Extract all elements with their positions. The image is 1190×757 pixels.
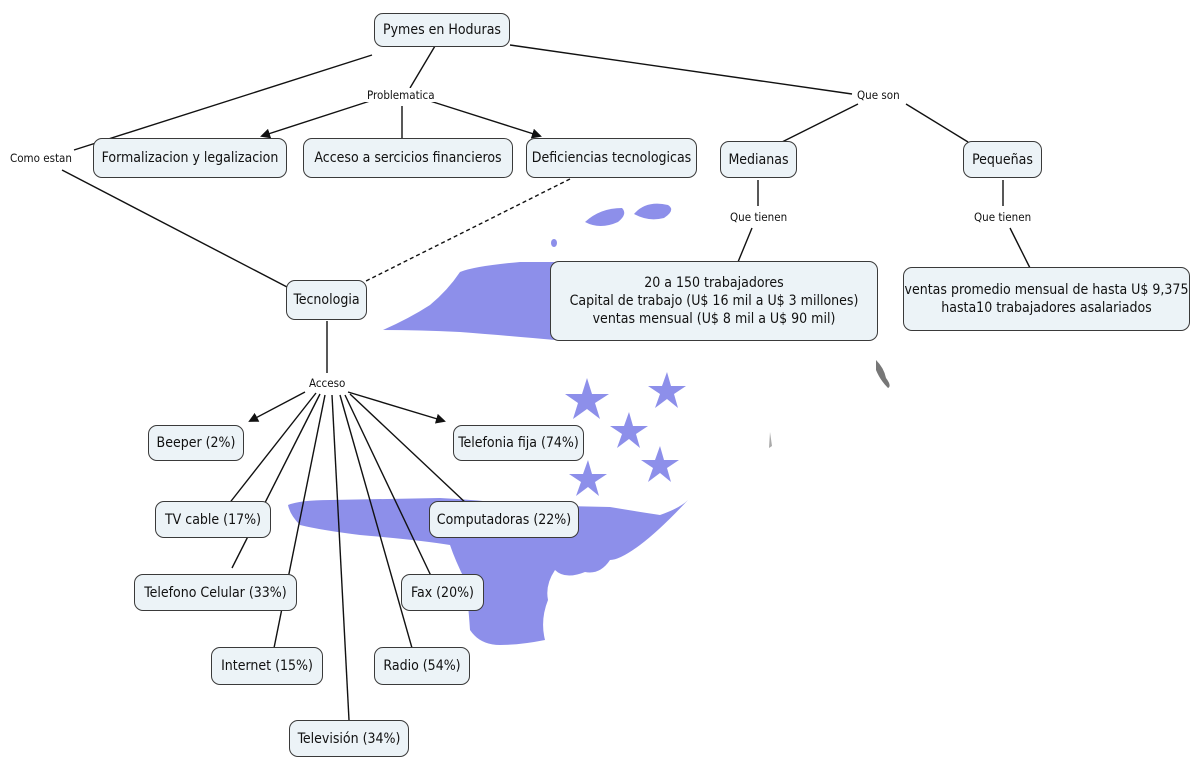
link-line [781, 103, 859, 143]
island-shape [769, 432, 772, 448]
link-line [61, 169, 288, 288]
link-line [905, 103, 969, 143]
node-label: Pequeñas [972, 151, 1033, 168]
node-pequenas[interactable]: Pequeñas [963, 141, 1042, 178]
node-telefono-celular[interactable]: Telefono Celular (33%) [134, 574, 297, 611]
link-line [737, 227, 753, 263]
link-line [344, 394, 433, 579]
node-computadoras[interactable]: Computadoras (22%) [429, 501, 579, 538]
link-line [331, 394, 350, 721]
node-medianas-detail[interactable]: 20 a 150 trabajadores Capital de trabajo… [550, 261, 878, 341]
node-radio[interactable]: Radio (54%) [374, 647, 470, 685]
link-label-problematica: Problematica [365, 88, 437, 102]
link-line [349, 393, 469, 506]
node-detail-line: 20 a 150 trabajadores [644, 275, 784, 291]
node-label: Radio (54%) [383, 658, 461, 674]
link-label-que-tienen-pequenas: Que tienen [972, 210, 1034, 224]
node-medianas[interactable]: Medianas [720, 141, 797, 178]
node-detail-line: ventas promedio mensual de hasta U$ 9,37… [904, 282, 1189, 298]
node-label: Computadoras (22%) [436, 511, 572, 528]
node-deficiencias[interactable]: Deficiencias tecnologicas [526, 138, 697, 178]
node-label: Tecnologia [293, 292, 360, 308]
node-detail-line: Capital de trabajo (U$ 16 mil a U$ 3 mil… [569, 293, 859, 309]
link-line [339, 394, 413, 649]
node-label: Medianas [728, 151, 789, 168]
flag-star [569, 460, 607, 496]
link-label-como-estan: Como estan [8, 151, 74, 165]
node-tecnologia[interactable]: Tecnologia [286, 280, 367, 320]
node-fax[interactable]: Fax (20%) [401, 574, 484, 611]
node-label: Televisión (34%) [297, 730, 401, 747]
flag-star [565, 378, 609, 419]
link-line [248, 391, 306, 422]
node-acceso-financieros[interactable]: Acceso a sercicios financieros [303, 138, 513, 178]
link-line [227, 392, 317, 506]
node-label: Pymes en Hoduras [383, 22, 501, 38]
flag-star [641, 446, 679, 482]
link-line [347, 391, 446, 424]
link-line [260, 100, 371, 139]
node-tv-cable[interactable]: TV cable (17%) [155, 501, 271, 538]
node-label: Acceso a sercicios financieros [314, 150, 502, 166]
node-label: Beeper (2%) [156, 435, 236, 451]
island-shape [634, 203, 672, 220]
flag-lower-band [288, 498, 688, 645]
node-label: TV cable (17%) [164, 511, 262, 528]
node-formalizacion[interactable]: Formalizacion y legalizacion [93, 138, 287, 178]
flag-star [610, 412, 648, 448]
flag-upper-band [383, 262, 555, 340]
link-line [409, 45, 436, 89]
node-pequenas-detail[interactable]: ventas promedio mensual de hasta U$ 9,37… [903, 267, 1190, 331]
link-label-que-son: Que son [855, 88, 902, 102]
node-root[interactable]: Pymes en Hoduras [374, 13, 510, 47]
node-detail-line: hasta10 trabajadores asalariados [941, 300, 1152, 316]
node-label: Internet (15%) [221, 658, 313, 674]
node-label: Deficiencias tecnologicas [531, 150, 692, 166]
flag-star [648, 372, 686, 408]
node-internet[interactable]: Internet (15%) [211, 647, 323, 685]
link-label-que-tienen-medianas: Que tienen [728, 210, 790, 224]
link-line [1009, 227, 1031, 269]
link-line [509, 44, 853, 95]
node-label: Fax (20%) [411, 584, 474, 601]
node-label: Telefono Celular (33%) [144, 584, 287, 601]
link-line [429, 100, 542, 139]
node-detail-line: ventas mensual (U$ 8 mil a U$ 90 mil) [592, 311, 836, 327]
link-line-dashed [355, 178, 571, 287]
link-label-acceso: Acceso [307, 376, 348, 390]
node-beeper[interactable]: Beeper (2%) [148, 425, 244, 461]
link-line [231, 393, 321, 569]
node-label: Telefonia fija (74%) [458, 435, 579, 451]
island-shape [585, 208, 625, 226]
node-label: Formalizacion y legalizacion [101, 150, 279, 166]
island-shape [876, 360, 890, 388]
island-shape [551, 239, 557, 247]
link-line [73, 54, 373, 151]
node-television[interactable]: Televisión (34%) [289, 720, 409, 757]
node-telefonia-fija[interactable]: Telefonia fija (74%) [453, 425, 584, 461]
